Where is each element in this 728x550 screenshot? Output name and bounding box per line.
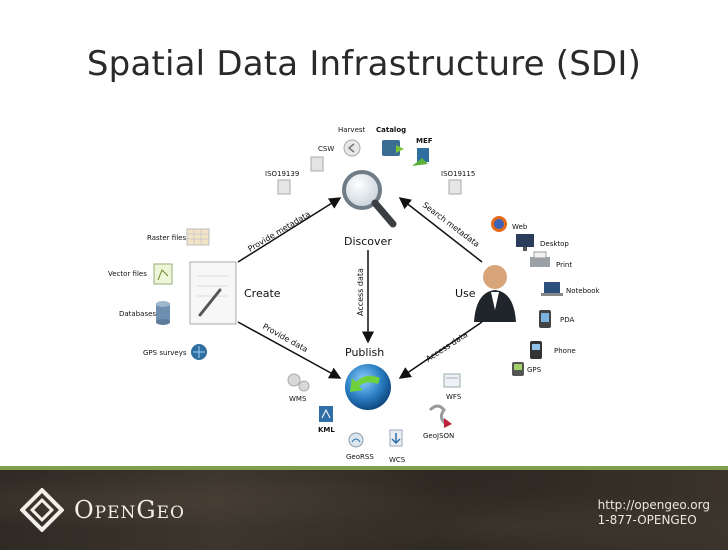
label-kml: KML: [318, 426, 335, 434]
paper-pen-icon: [189, 261, 237, 325]
gps-device-icon: [512, 362, 524, 376]
mef-icon: [412, 148, 429, 166]
edge-label-provide-metadata: Provide metadata: [246, 209, 312, 253]
node-create: Create: [244, 287, 281, 300]
footer-texture: [0, 470, 728, 550]
label-desktop: Desktop: [540, 240, 569, 248]
wfs-window-icon: [443, 373, 461, 388]
label-raster-files: Raster files: [147, 234, 186, 242]
gps-globe-icon: [191, 344, 207, 360]
harvest-icon: [343, 139, 361, 157]
wms-gears-icon: [287, 373, 310, 392]
sdi-diagram: Provide metadata Search metadata Access …: [108, 126, 601, 464]
label-catalog: Catalog: [376, 126, 406, 134]
database-icon: [156, 301, 170, 325]
footer-phone: 1-877-OPENGEO: [597, 513, 697, 527]
edge-create-to-discover: [237, 197, 342, 263]
browser-globe-icon: [491, 216, 507, 232]
page-title: Spatial Data Infrastructure (SDI): [86, 44, 642, 84]
catalog-icon: [382, 140, 404, 156]
label-georss: GeoRSS: [346, 453, 374, 461]
label-phone: Phone: [554, 347, 576, 355]
edge-use-to-discover: [398, 197, 483, 263]
footer-url[interactable]: http://opengeo.org: [597, 498, 710, 512]
edge-use-to-publish: [398, 321, 483, 379]
label-vector-files: Vector files: [108, 270, 147, 278]
label-pda: PDA: [560, 316, 574, 324]
csw-icon: [310, 156, 324, 172]
magnifier-icon: [342, 170, 397, 228]
label-wcs: WCS: [389, 456, 406, 464]
label-gps: GPS: [527, 366, 542, 374]
label-print: Print: [556, 261, 572, 269]
node-discover: Discover: [344, 235, 392, 248]
label-gps-surveys: GPS surveys: [143, 349, 187, 357]
printer-icon: [530, 251, 550, 267]
label-wms: WMS: [289, 395, 307, 403]
label-databases: Databases: [119, 310, 156, 318]
iso19115-icon: [448, 179, 462, 195]
label-wfs: WFS: [446, 393, 462, 401]
label-geojson: GeoJSON: [423, 432, 454, 440]
globe-icon: [345, 364, 391, 410]
opengeo-logo-text: OpenGeo: [74, 496, 185, 524]
kml-icon: [319, 406, 333, 422]
user-icon: [474, 265, 516, 322]
iso19139-icon: [277, 179, 291, 195]
georss-icon: [348, 432, 364, 448]
label-notebook: Notebook: [566, 287, 601, 295]
pda-icon: [539, 310, 551, 328]
wcs-download-icon: [389, 429, 403, 447]
footer-bar: OpenGeo http://opengeo.org 1-877-OPENGEO: [0, 466, 728, 550]
edge-label-access-data-right: Access data: [424, 330, 469, 364]
label-csw: CSW: [318, 145, 334, 153]
desktop-monitor-icon: [516, 234, 534, 251]
edge-label-search-metadata: Search metadata: [421, 200, 481, 249]
label-iso19115: ISO19115: [441, 170, 475, 178]
label-iso19139: ISO19139: [265, 170, 299, 178]
node-use: Use: [455, 287, 476, 300]
geojson-icon: [428, 404, 452, 428]
edge-create-to-publish: [237, 321, 342, 379]
contact-info: http://opengeo.org 1-877-OPENGEO: [598, 498, 710, 528]
edge-label-access-data-center: Access data: [356, 268, 365, 316]
notebook-icon: [541, 282, 563, 296]
label-harvest: Harvest: [338, 126, 366, 134]
phone-icon: [530, 341, 542, 359]
label-web: Web: [512, 223, 528, 231]
label-mef: MEF: [416, 137, 433, 145]
node-publish: Publish: [345, 346, 384, 359]
opengeo-logo-icon: [20, 488, 64, 532]
vector-file-icon: [153, 263, 173, 285]
raster-grid-icon: [186, 228, 210, 246]
